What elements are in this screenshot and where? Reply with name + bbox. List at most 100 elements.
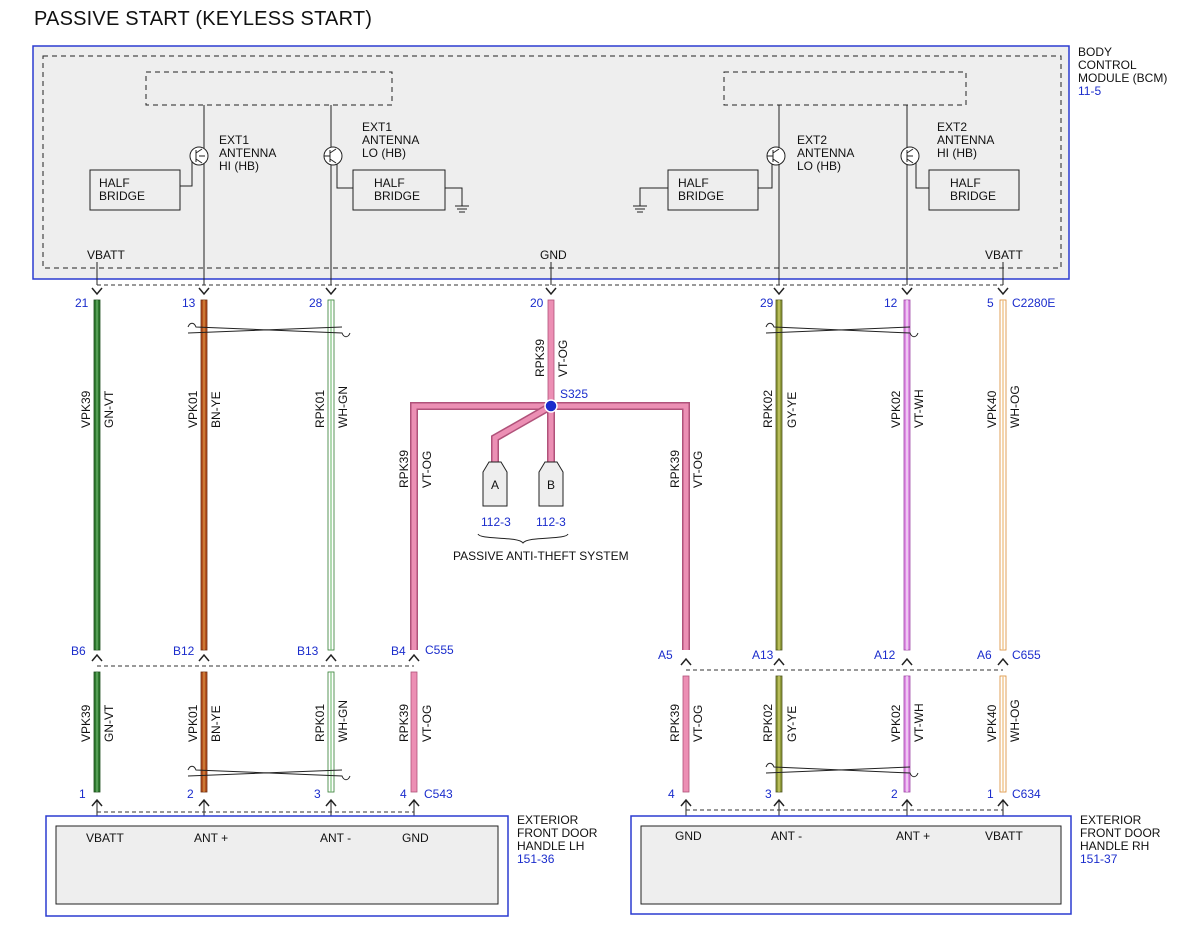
handle-rh-pin-gnd: GND [675,829,702,843]
bcm-pin-20[interactable]: 20 [530,296,544,310]
svg-text:A: A [491,478,499,492]
wire-w5-upper[interactable] [999,299,1007,651]
bottom-pin-rh-1[interactable]: 1 [987,787,994,801]
connector-c655[interactable]: C655 [1012,648,1041,662]
pats-connector-b-ref[interactable]: 112-3 [536,515,566,529]
svg-text:HI (HB): HI (HB) [219,159,259,173]
transistor-icon [189,146,209,166]
handle-lh-name-line-1: EXTERIOR [517,813,579,827]
page-title: PASSIVE START (KEYLESS START) [34,8,373,30]
ground-icon [633,205,647,213]
bcm-pin-13[interactable]: 13 [182,296,196,310]
svg-text:EXT2: EXT2 [797,133,827,147]
door-handle-lh-module[interactable] [45,815,509,917]
mid-pin-b12[interactable]: B12 [173,644,195,658]
splice-left-lower[interactable] [410,671,418,793]
bottom-pin-rh-3[interactable]: 3 [765,787,772,801]
wire-w21-color: GN-VT [102,390,116,428]
splice-s325-node[interactable] [544,399,558,413]
splice-right-lower[interactable] [682,675,690,793]
wire-w28-lower[interactable] [327,671,335,793]
ground-icon [455,205,469,213]
splice-s325-label[interactable]: S325 [560,387,588,401]
bcm-pin-28[interactable]: 28 [309,296,323,310]
wire-w21-lower[interactable] [93,671,101,793]
half-bridge-ext2-lo: HALF BRIDGE [633,156,773,213]
mid-pin-a6[interactable]: A6 [977,648,992,662]
wire-w20-circuit: RPK39 [533,339,547,377]
circuit-label-ext1-hi: EXT1 ANTENNA HI (HB) [219,133,276,173]
handle-rh-ref[interactable]: 151-37 [1080,852,1118,866]
bottom-pin-lh-3[interactable]: 3 [314,787,321,801]
bcm-connector-c2280e[interactable]: C2280E [1012,296,1055,310]
handle-lh-ref[interactable]: 151-36 [517,852,555,866]
pats-connector-a[interactable]: A [482,461,508,507]
handle-rh-name-line-3: HANDLE RH [1080,839,1149,853]
bcm-pin-21[interactable]: 21 [75,296,89,310]
mid-pin-b4[interactable]: B4 [391,644,406,658]
wire-w12-upper[interactable] [903,299,911,651]
bcm-name-line-1: BODY [1078,45,1112,59]
handle-rh-name-line-2: FRONT DOOR [1080,826,1161,840]
door-handle-rh-module[interactable] [630,815,1072,915]
wire-w12-lower[interactable] [903,675,911,793]
transistor-icon [766,146,786,166]
bcm-pin-12[interactable]: 12 [884,296,898,310]
handle-rh-name-line-1: EXTERIOR [1080,813,1142,827]
pats-connector-a-ref[interactable]: 112-3 [481,515,511,529]
bottom-pin-lh-1[interactable]: 1 [79,787,86,801]
wire-w13-lower-color: BN-YE [209,705,223,742]
bcm-pin-29[interactable]: 29 [760,296,774,310]
wire-w29-lower-color: GY-YE [785,706,799,742]
wire-w21-upper[interactable] [93,299,101,651]
bcm-ref[interactable]: 11-5 [1078,84,1101,98]
wire-w20-upper[interactable] [547,299,555,407]
wire-w13-lower[interactable] [200,671,208,793]
connector-c555[interactable]: C555 [425,643,454,657]
mid-pin-a12[interactable]: A12 [874,648,896,662]
splice-right-circuit: RPK39 [668,450,682,488]
splice-left-color: VT-OG [420,451,434,488]
bottom-pin-lh-4[interactable]: 4 [400,787,407,801]
bottom-pin-rh-2[interactable]: 2 [891,787,898,801]
mid-pin-b13[interactable]: B13 [297,644,319,658]
mid-pin-a13[interactable]: A13 [752,648,774,662]
handle-lh-name-line-2: FRONT DOOR [517,826,598,840]
connector-c543[interactable]: C543 [424,787,453,801]
bottom-pin-rh-4[interactable]: 4 [668,787,675,801]
wire-w29-upper[interactable] [775,299,783,651]
bcm-upper-right-dashed-box [723,71,967,106]
connector-c634[interactable]: C634 [1012,787,1041,801]
wire-w28-upper[interactable] [327,299,335,651]
bcm-pin-5[interactable]: 5 [987,296,994,310]
wire-w5-lower-color: WH-OG [1008,699,1022,742]
wire-w12-circuit: VPK02 [889,390,903,428]
wire-w13-color: BN-YE [209,391,223,428]
half-bridge-label-1: HALF [374,176,405,190]
half-bridge-label-2: BRIDGE [678,189,724,203]
bottom-pin-lh-2[interactable]: 2 [187,787,194,801]
svg-text:LO (HB): LO (HB) [362,146,406,160]
wire-w28-lower-color: WH-GN [336,700,350,742]
wire-w29-lower[interactable] [775,675,783,793]
circuit-label-ext2-hi: EXT2 ANTENNA HI (HB) [937,120,994,160]
wire-w13-upper[interactable] [200,299,208,651]
half-bridge-ext2-hi: HALF BRIDGE [915,156,1020,211]
wire-w5-lower-circuit: VPK40 [985,704,999,742]
wire-w29-color: GY-YE [785,392,799,428]
wire-w12-color: VT-WH [912,389,926,428]
wire-w5-lower[interactable] [999,675,1007,793]
bcm-gnd-label: GND [540,248,567,262]
bottom-connector-arrows [91,798,1009,807]
handle-lh-pin-gnd: GND [402,831,429,845]
svg-text:ANTENNA: ANTENNA [937,133,994,147]
mid-pin-b6[interactable]: B6 [71,644,86,658]
splice-left-circuit: RPK39 [397,450,411,488]
svg-text:ANTENNA: ANTENNA [797,146,854,160]
pats-connector-b[interactable]: B [538,461,564,507]
pats-brace [477,533,569,544]
bcm-vbatt-right-label: VBATT [985,248,1023,262]
half-bridge-label-1: HALF [678,176,709,190]
half-bridge-ext1-hi: HALF BRIDGE [89,156,193,211]
mid-pin-a5[interactable]: A5 [658,648,673,662]
